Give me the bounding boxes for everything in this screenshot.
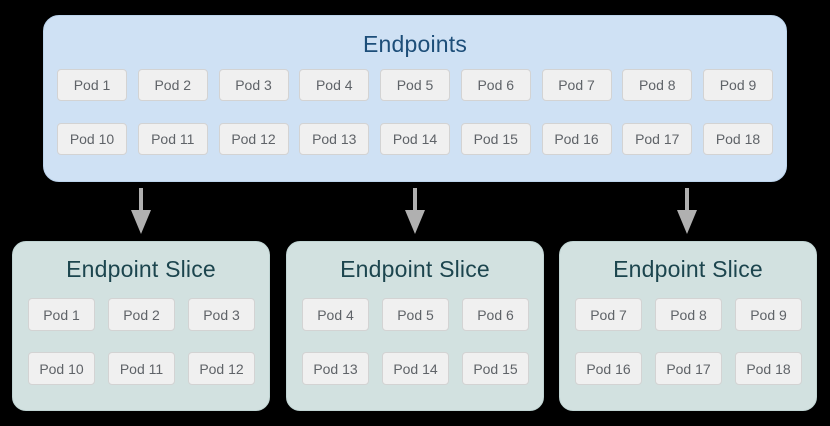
pod-chip: Pod 1 <box>28 298 95 331</box>
slice-pod-row-2: Pod 10 Pod 11 Pod 12 <box>28 352 255 385</box>
pod-chip: Pod 14 <box>380 123 450 155</box>
endpoints-title: Endpoints <box>362 31 468 57</box>
pod-chip: Pod 12 <box>218 123 289 155</box>
endpoint-slice-box-3: Endpoint Slice Pod 7 Pod 8 Pod 9 Pod 16 … <box>559 241 817 411</box>
slice-pod-row-1: Pod 7 Pod 8 Pod 9 <box>575 298 802 331</box>
slice-pod-row-1: Pod 4 Pod 5 Pod 6 <box>302 298 529 331</box>
pod-chip: Pod 14 <box>382 352 449 385</box>
pod-chip: Pod 6 <box>462 298 529 331</box>
pod-chip: Pod 3 <box>188 298 255 331</box>
pod-chip: Pod 12 <box>188 352 255 385</box>
pod-chip: Pod 7 <box>541 69 612 101</box>
down-arrow-icon <box>677 188 697 234</box>
pod-chip: Pod 13 <box>299 123 370 155</box>
pod-chip: Pod 2 <box>137 69 208 101</box>
pod-chip: Pod 5 <box>380 69 450 101</box>
endpoint-slice-title: Endpoint Slice <box>340 256 490 282</box>
pod-chip: Pod 6 <box>460 69 531 101</box>
down-arrow-icon <box>131 188 151 234</box>
pod-chip: Pod 18 <box>703 123 773 155</box>
pod-chip: Pod 5 <box>382 298 449 331</box>
pod-chip: Pod 4 <box>302 298 369 331</box>
pod-chip: Pod 17 <box>655 352 722 385</box>
pod-chip: Pod 7 <box>575 298 642 331</box>
pod-chip: Pod 11 <box>137 123 208 155</box>
slice-pod-row-2: Pod 13 Pod 14 Pod 15 <box>302 352 529 385</box>
pod-chip: Pod 4 <box>299 69 370 101</box>
pod-chip: Pod 8 <box>655 298 722 331</box>
pod-chip: Pod 10 <box>28 352 95 385</box>
endpoint-slice-box-1: Endpoint Slice Pod 1 Pod 2 Pod 3 Pod 10 … <box>12 241 270 411</box>
pod-chip: Pod 11 <box>108 352 175 385</box>
endpoint-slice-title: Endpoint Slice <box>613 256 763 282</box>
pod-chip: Pod 15 <box>462 352 529 385</box>
pod-chip: Pod 9 <box>735 298 802 331</box>
pod-chip: Pod 10 <box>57 123 127 155</box>
pod-chip: Pod 16 <box>575 352 642 385</box>
slice-pod-row-1: Pod 1 Pod 2 Pod 3 <box>28 298 255 331</box>
endpoints-pod-row-2: Pod 10 Pod 11 Pod 12 Pod 13 Pod 14 Pod 1… <box>57 123 773 155</box>
pod-chip: Pod 2 <box>108 298 175 331</box>
pod-chip: Pod 3 <box>218 69 289 101</box>
pod-chip: Pod 13 <box>302 352 369 385</box>
endpoint-slice-box-2: Endpoint Slice Pod 4 Pod 5 Pod 6 Pod 13 … <box>286 241 544 411</box>
endpoint-slice-title: Endpoint Slice <box>66 256 216 282</box>
endpoints-pod-row-1: Pod 1 Pod 2 Pod 3 Pod 4 Pod 5 Pod 6 Pod … <box>57 69 773 101</box>
pod-chip: Pod 17 <box>622 123 693 155</box>
pod-chip: Pod 8 <box>622 69 693 101</box>
pod-chip: Pod 9 <box>703 69 773 101</box>
slice-pod-row-2: Pod 16 Pod 17 Pod 18 <box>575 352 802 385</box>
pod-chip: Pod 18 <box>735 352 802 385</box>
pod-chip: Pod 1 <box>57 69 127 101</box>
endpoints-box: Endpoints Pod 1 Pod 2 Pod 3 Pod 4 Pod 5 … <box>43 15 787 182</box>
pod-chip: Pod 16 <box>541 123 612 155</box>
pod-chip: Pod 15 <box>460 123 531 155</box>
down-arrow-icon <box>405 188 425 234</box>
